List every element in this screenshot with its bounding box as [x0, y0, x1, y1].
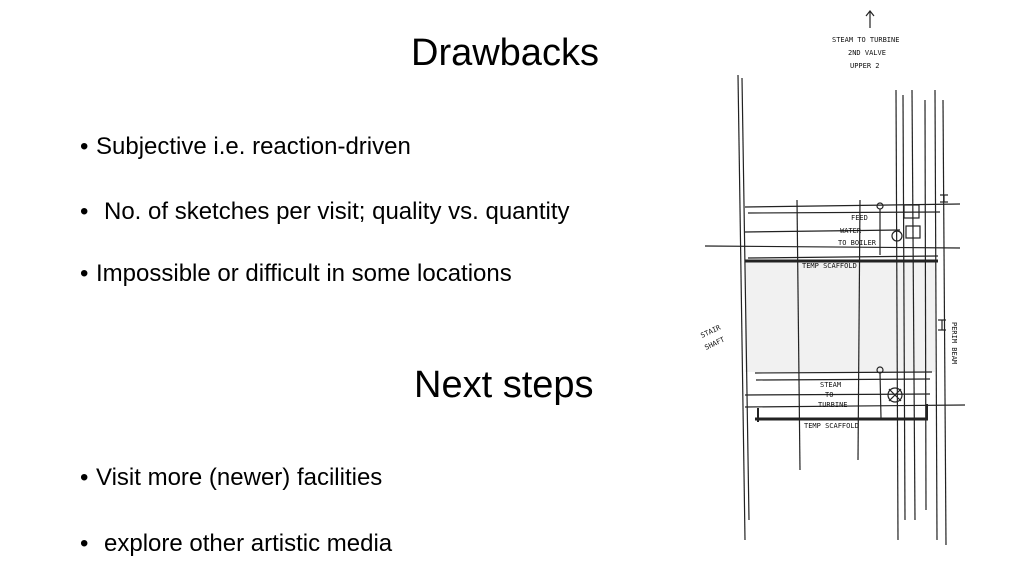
bullet-text: Impossible or difficult in some location… [96, 260, 512, 287]
sketch-label: UPPER 2 [850, 62, 880, 70]
bullet-dot: • [80, 464, 89, 491]
bullet-item: • Visit more (newer) facilities [80, 464, 382, 492]
bullet-item: • explore other artistic media [80, 530, 392, 558]
sketch-label: TEMP SCAFFOLD [802, 262, 857, 270]
sketch-label: TEMP SCAFFOLD [804, 422, 859, 430]
bullet-dot: • [80, 530, 89, 557]
heading-next-steps: Next steps [414, 364, 594, 406]
bullet-text: Visit more (newer) facilities [96, 464, 383, 491]
bullet-dot: • [80, 133, 89, 160]
sketch-label: WATER [840, 227, 862, 235]
sketch-label: TO BOILER [838, 239, 877, 247]
bullet-item: • No. of sketches per visit; quality vs. … [80, 198, 570, 226]
sketch-label: PERIM BEAM [950, 322, 958, 364]
bullet-text: No. of sketches per visit; quality vs. q… [104, 198, 570, 225]
sketch-label: 2ND VALVE [848, 49, 886, 57]
sketch-label: FEED [851, 214, 868, 222]
sketch-label: TO [825, 391, 833, 399]
sketch-label: TURBINE [818, 401, 848, 409]
sketch-label: STEAM [820, 381, 841, 389]
bullet-text: Subjective i.e. reaction-driven [96, 133, 411, 160]
heading-drawbacks: Drawbacks [411, 32, 599, 74]
bullet-dot: • [80, 198, 89, 225]
bullet-item: • Subjective i.e. reaction-driven [80, 133, 411, 161]
bullet-dot: • [80, 260, 89, 287]
sketch-label: STEAM TO TURBINE [832, 36, 899, 44]
bullet-text: explore other artistic media [104, 530, 393, 557]
bullet-item: • Impossible or difficult in some locatio… [80, 260, 512, 288]
boiler-sketch-image: STEAM TO TURBINE 2ND VALVE UPPER 2 FEED … [699, 10, 966, 546]
